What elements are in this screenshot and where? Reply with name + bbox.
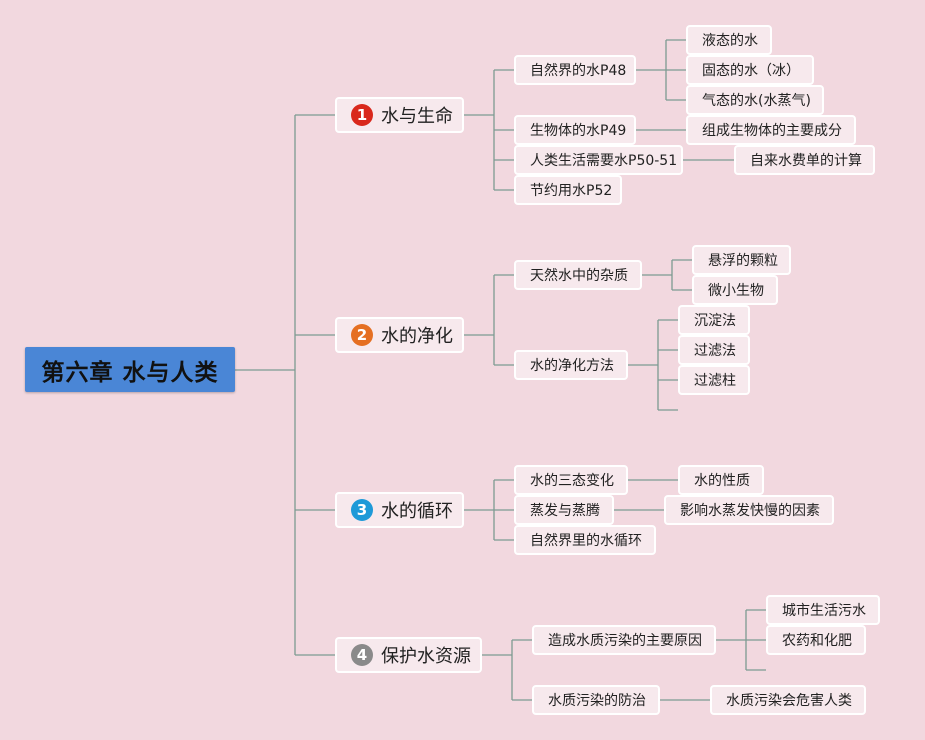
subtopic-node[interactable]: 固态的水（冰） bbox=[686, 55, 814, 85]
topic-node[interactable]: 水的三态变化 bbox=[514, 465, 628, 495]
topic-node[interactable]: 人类生活需要水P50-51 bbox=[514, 145, 683, 175]
branch-label: 水的循环 bbox=[381, 501, 453, 522]
subtopic-node[interactable]: 过滤法 bbox=[678, 335, 750, 365]
connector bbox=[512, 639, 532, 701]
topic-node[interactable]: 水的净化方法 bbox=[514, 350, 628, 380]
number-3-badge: 3 bbox=[351, 499, 373, 521]
number-2-badge: 2 bbox=[351, 324, 373, 346]
topic-node[interactable]: 自然界的水P48 bbox=[514, 55, 636, 85]
subtopic-node[interactable]: 微小生物 bbox=[692, 275, 778, 305]
branch-label: 保护水资源 bbox=[381, 646, 471, 667]
connector bbox=[494, 479, 514, 541]
topic-node[interactable]: 造成水质污染的主要原因 bbox=[532, 625, 716, 655]
subtopic-node[interactable]: 过滤柱 bbox=[678, 365, 750, 395]
connector bbox=[494, 274, 514, 366]
subtopic-node[interactable]: 城市生活污水 bbox=[766, 595, 880, 625]
root-topic[interactable]: 第六章 水与人类 bbox=[25, 347, 235, 392]
topic-node[interactable]: 节约用水P52 bbox=[514, 175, 622, 205]
subtopic-node[interactable]: 农药和化肥 bbox=[766, 625, 866, 655]
branch-4[interactable]: 4 保护水资源 bbox=[335, 637, 482, 673]
connector bbox=[642, 259, 692, 291]
branch-3[interactable]: 3 水的循环 bbox=[335, 492, 464, 528]
branch-1[interactable]: 1 水与生命 bbox=[335, 97, 464, 133]
subtopic-node[interactable]: 自来水费单的计算 bbox=[734, 145, 875, 175]
subtopic-node[interactable]: 悬浮的颗粒 bbox=[692, 245, 791, 275]
connector bbox=[494, 69, 514, 191]
branch-2[interactable]: 2 水的净化 bbox=[335, 317, 464, 353]
topic-node[interactable]: 自然界里的水循环 bbox=[514, 525, 656, 555]
branch-label: 水的净化 bbox=[381, 326, 453, 347]
connector bbox=[628, 319, 678, 411]
topic-node[interactable]: 生物体的水P49 bbox=[514, 115, 636, 145]
number-1-badge: 1 bbox=[351, 104, 373, 126]
topic-node[interactable]: 水质污染的防治 bbox=[532, 685, 660, 715]
topic-node[interactable]: 蒸发与蒸腾 bbox=[514, 495, 614, 525]
connector bbox=[636, 39, 686, 101]
subtopic-node[interactable]: 水的性质 bbox=[678, 465, 764, 495]
subtopic-node[interactable]: 沉淀法 bbox=[678, 305, 750, 335]
subtopic-node[interactable]: 气态的水(水蒸气) bbox=[686, 85, 824, 115]
subtopic-node[interactable]: 组成生物体的主要成分 bbox=[686, 115, 856, 145]
branch-label: 水与生命 bbox=[381, 106, 453, 127]
number-4-badge: 4 bbox=[351, 644, 373, 666]
connector bbox=[716, 609, 766, 671]
subtopic-node[interactable]: 液态的水 bbox=[686, 25, 772, 55]
subtopic-node[interactable]: 水质污染会危害人类 bbox=[710, 685, 866, 715]
subtopic-node[interactable]: 影响水蒸发快慢的因素 bbox=[664, 495, 834, 525]
topic-node[interactable]: 天然水中的杂质 bbox=[514, 260, 642, 290]
